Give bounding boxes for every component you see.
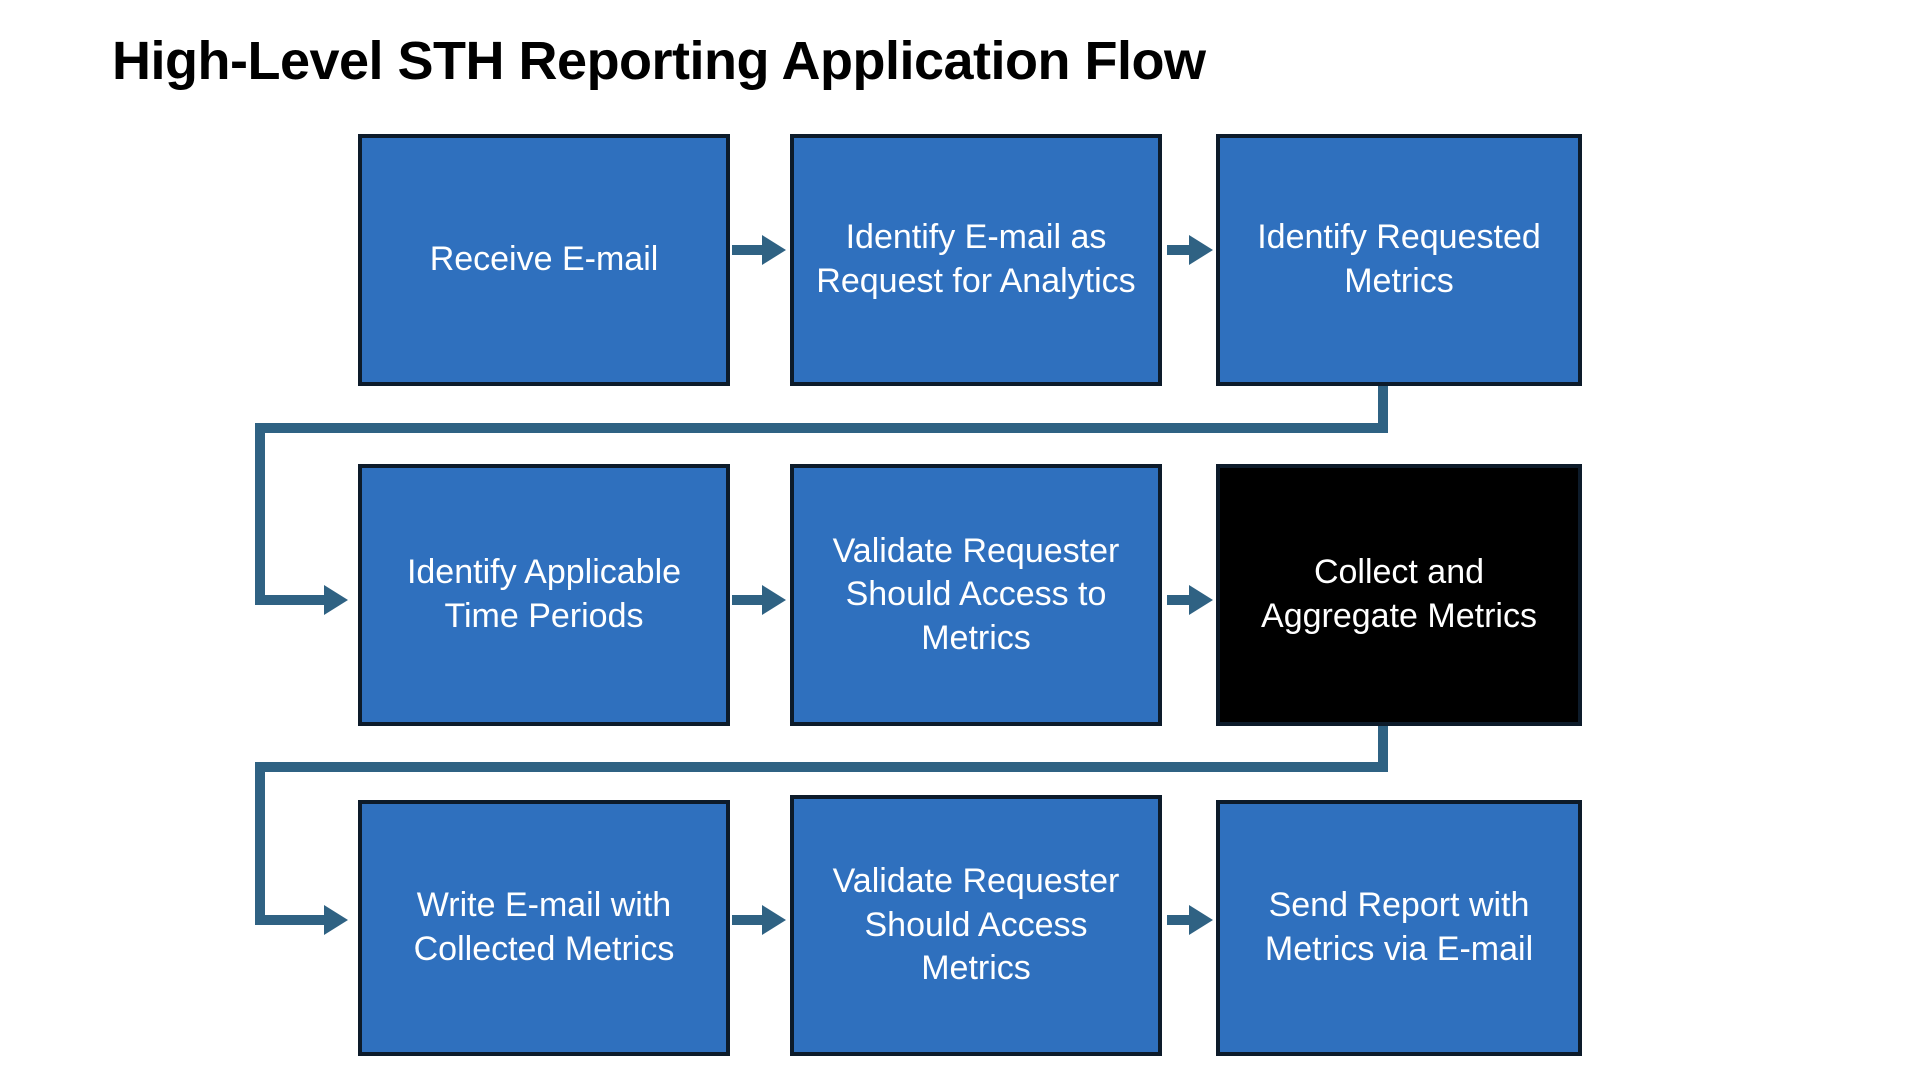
connector-time-periods-to-validate-access-to-line (732, 595, 768, 605)
connector-requested-metrics-to-time-periods-horizontal-top (255, 423, 1388, 433)
node-identify-applicable-time-periods-label: Identify Applicable Time Periods (406, 553, 682, 635)
connector-time-periods-to-validate-access-to-arrowhead (762, 585, 786, 615)
connector-requested-metrics-to-time-periods-vertical-left (255, 423, 265, 605)
node-validate-requester-access-metrics[interactable]: Validate Requester Should Access Metrics (790, 795, 1162, 1056)
connector-validate-access-to-send-report-arrowhead (1189, 905, 1213, 935)
connector-write-email-to-validate-access-arrowhead (762, 905, 786, 935)
connector-identify-email-to-requested-metrics-arrowhead (1189, 235, 1213, 265)
connector-requested-metrics-to-time-periods-vertical (1378, 383, 1388, 430)
node-identify-requested-metrics-label: Identify Requested Metrics (1257, 218, 1541, 300)
node-write-email-with-collected-metrics-label: Write E-mail with Collected Metrics (413, 886, 675, 968)
node-send-report-with-metrics[interactable]: Send Report with Metrics via E-mail (1216, 800, 1582, 1056)
connector-validate-access-to-collect-line (1167, 595, 1195, 605)
connector-collect-to-write-email-arrowhead (324, 905, 348, 935)
node-receive-email-label: Receive E-mail (429, 240, 659, 279)
node-validate-requester-access-to-metrics-label: Validate Requester Should Access to Metr… (832, 531, 1120, 657)
connector-receive-to-identify-email-line (732, 245, 768, 255)
connector-validate-access-to-collect-arrowhead (1189, 585, 1213, 615)
node-receive-email[interactable]: Receive E-mail (358, 134, 730, 386)
connector-identify-email-to-requested-metrics-line (1167, 245, 1195, 255)
node-send-report-with-metrics-label: Send Report with Metrics via E-mail (1264, 886, 1534, 968)
page-title: High-Level STH Reporting Application Flo… (112, 31, 1206, 91)
node-write-email-with-collected-metrics[interactable]: Write E-mail with Collected Metrics (358, 800, 730, 1056)
node-validate-requester-access-metrics-label: Validate Requester Should Access Metrics (832, 862, 1120, 988)
connector-collect-to-write-email-vertical-left (255, 762, 265, 925)
node-identify-email-as-request-label: Identify E-mail as Request for Analytics (816, 218, 1136, 300)
node-collect-and-aggregate-metrics[interactable]: Collect and Aggregate Metrics (1216, 464, 1582, 726)
connector-requested-metrics-to-time-periods-horizontal-bottom (255, 595, 330, 605)
connector-collect-to-write-email-horizontal-top (255, 762, 1388, 772)
connector-receive-to-identify-email-arrowhead (762, 235, 786, 265)
node-identify-email-as-request[interactable]: Identify E-mail as Request for Analytics (790, 134, 1162, 386)
node-identify-applicable-time-periods[interactable]: Identify Applicable Time Periods (358, 464, 730, 726)
node-validate-requester-access-to-metrics[interactable]: Validate Requester Should Access to Metr… (790, 464, 1162, 726)
node-identify-requested-metrics[interactable]: Identify Requested Metrics (1216, 134, 1582, 386)
connector-collect-to-write-email-vertical (1378, 722, 1388, 769)
connector-validate-access-to-send-report-line (1167, 915, 1195, 925)
connector-requested-metrics-to-time-periods-arrowhead (324, 585, 348, 615)
node-collect-and-aggregate-metrics-label: Collect and Aggregate Metrics (1261, 553, 1537, 635)
connector-collect-to-write-email-horizontal-bottom (255, 915, 330, 925)
connector-write-email-to-validate-access-line (732, 915, 768, 925)
